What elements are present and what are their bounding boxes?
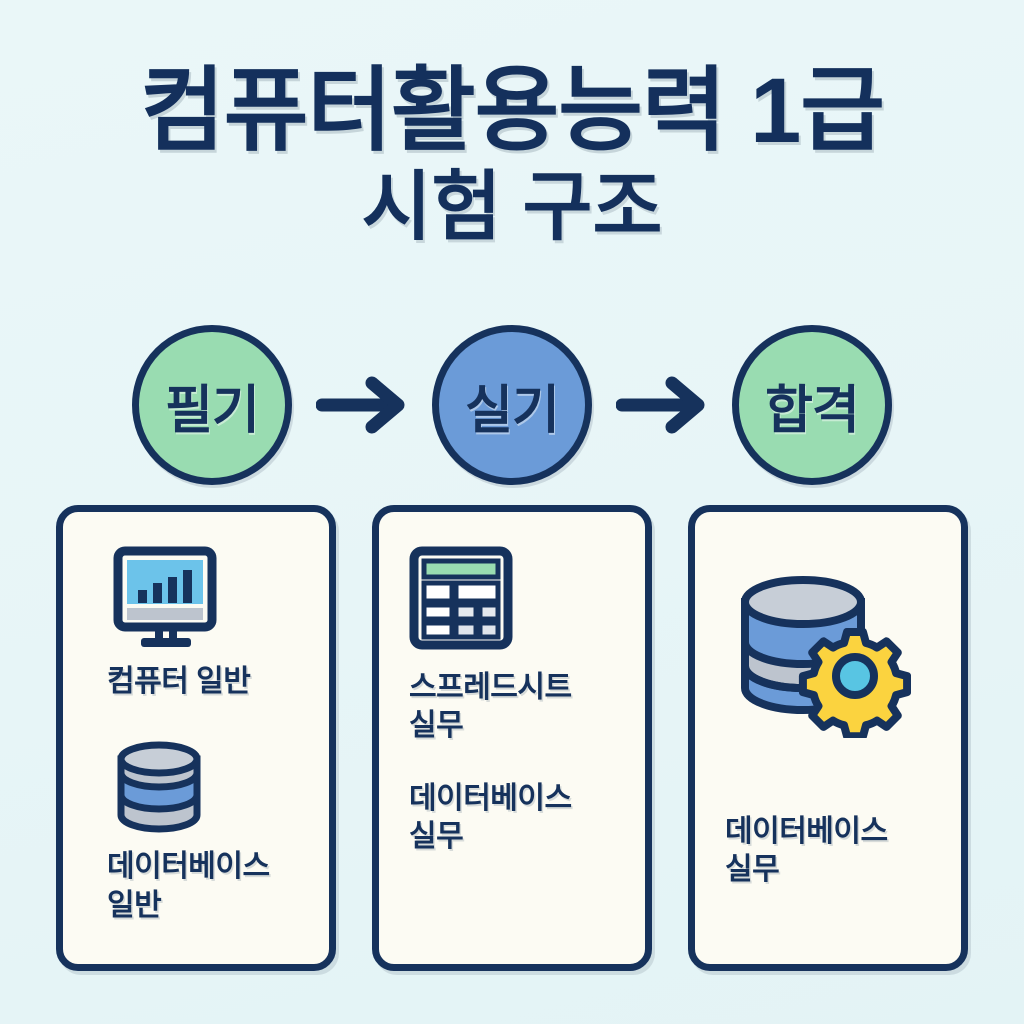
subject-cards-row: 컴퓨터 일반 데이터베이스 일반 [56, 505, 968, 971]
database-gear-icon [735, 570, 935, 743]
practical-exam-card[interactable]: 스프레드시트 실무 데이터베이스 실무 [372, 505, 652, 971]
card-item-label: 스프레드시트 실무 [409, 671, 572, 743]
flow-step-practical[interactable]: 실기 [432, 325, 592, 485]
card-item-label: 데이터베이스 실무 [409, 781, 572, 854]
page-title: 컴퓨터활용능력 1급 시험 구조 [0, 60, 1024, 253]
spreadsheet-icon [409, 546, 619, 655]
database-cylinder-icon [113, 741, 303, 838]
card-item-spreadsheet-practice: 스프레드시트 실무 [409, 546, 619, 746]
flow-step-practical-label: 실기 [465, 381, 560, 440]
monitor-chart-icon [113, 546, 303, 657]
card-item-label: 컴퓨터 일반 [107, 665, 251, 698]
card-item-label: 데이터베이스 실무 [725, 815, 888, 887]
flow-step-pass[interactable]: 합격 [732, 325, 892, 485]
flow-step-written[interactable]: 필기 [132, 325, 292, 485]
flow-step-pass-label: 합격 [765, 381, 860, 440]
flow-step-written-label: 필기 [165, 381, 260, 440]
card-item-database-practice: 데이터베이스 실무 [409, 780, 619, 857]
pass-card[interactable]: 데이터베이스 실무 [688, 505, 968, 971]
card-item-database-general: 데이터베이스 일반 [107, 741, 303, 925]
written-exam-card[interactable]: 컴퓨터 일반 데이터베이스 일반 [56, 505, 336, 971]
card-item-database-practice-2: 데이터베이스 실무 [725, 546, 935, 890]
title-line-2: 시험 구조 [361, 165, 663, 251]
arrow-right-icon [314, 365, 410, 445]
exam-flow-row: 필기 실기 합격 [0, 322, 1024, 488]
title-line-1: 컴퓨터활용능력 1급 [140, 60, 885, 162]
card-item-computer-general: 컴퓨터 일반 [107, 546, 303, 701]
arrow-right-icon-2 [614, 365, 710, 445]
card-item-label: 데이터베이스 일반 [107, 850, 270, 922]
